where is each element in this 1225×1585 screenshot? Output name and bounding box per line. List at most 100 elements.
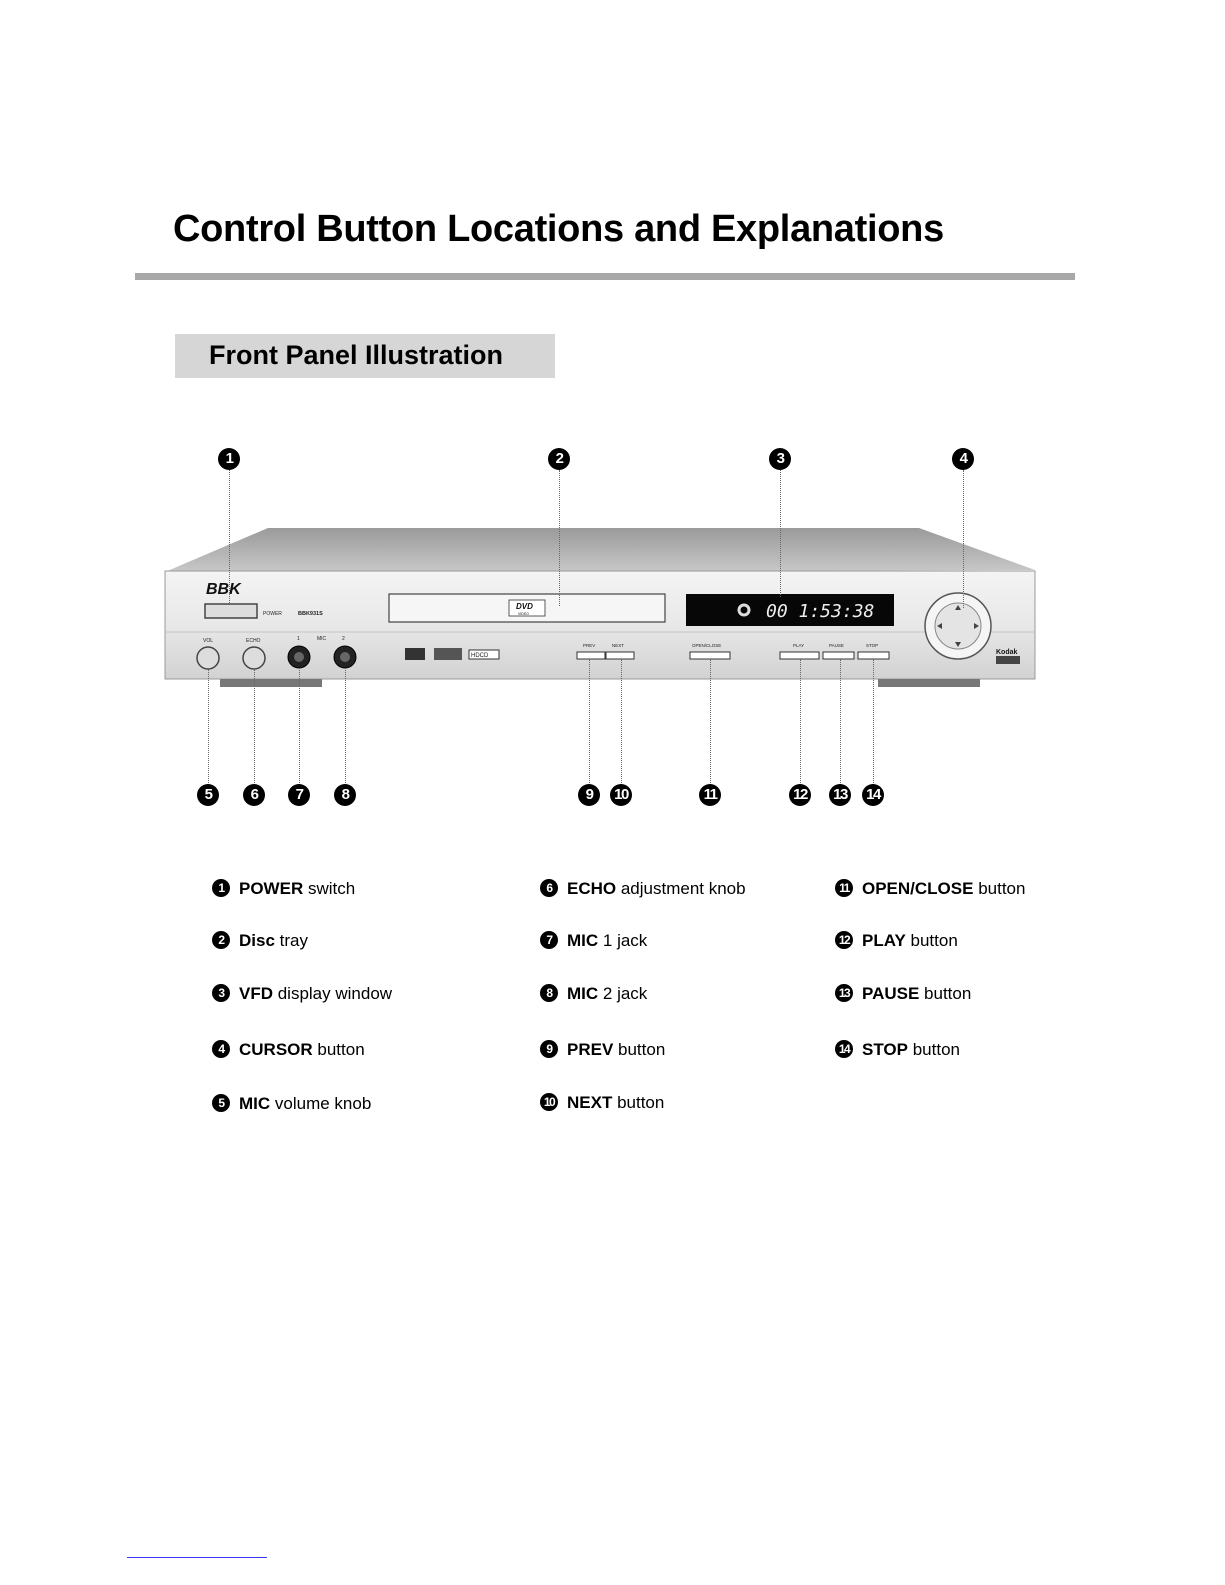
leader-line-2 <box>559 470 560 606</box>
leader-line-1 <box>229 470 230 605</box>
dvd-logo-sub: VIDEO <box>518 612 529 616</box>
callout-13: 13 <box>829 784 851 806</box>
legend-number: 5 <box>212 1094 230 1113</box>
legend-desc: volume knob <box>270 1094 372 1113</box>
legend-number: 10 <box>540 1093 558 1112</box>
legend-number: 1 <box>212 879 230 898</box>
echo-knob <box>242 646 266 670</box>
legend-item-5: 5 MIC volume knob <box>212 1093 371 1115</box>
leader-line-12 <box>800 659 801 785</box>
pause-button <box>822 651 855 660</box>
power-label: POWER <box>263 611 282 617</box>
leader-line-10 <box>621 659 622 785</box>
open-close-button <box>689 651 731 660</box>
legend-term: CURSOR <box>239 1040 313 1059</box>
legend-desc: button <box>905 931 958 950</box>
legend-number: 3 <box>212 984 230 1003</box>
legend-term: ECHO <box>567 879 617 898</box>
callout-6: 6 <box>243 784 265 806</box>
callout-11: 11 <box>699 784 721 806</box>
play-label: PLAY <box>793 643 804 648</box>
vol-label: VOL <box>203 638 213 644</box>
leader-line-11 <box>710 659 711 785</box>
hdcd-logo <box>468 649 500 660</box>
brand-logo: BBK <box>206 581 242 598</box>
next-label: NEXT <box>612 643 624 648</box>
footer-link-line <box>127 1557 267 1558</box>
legend-desc: switch <box>303 879 356 898</box>
player-foot-left <box>220 679 322 687</box>
legend-term: MIC <box>567 984 599 1003</box>
legend-number: 11 <box>835 879 853 898</box>
legend-desc: button <box>613 1040 666 1059</box>
legend-number: 8 <box>540 984 558 1003</box>
legend-desc: 1 jack <box>598 931 648 950</box>
leader-line-6 <box>254 669 255 785</box>
dolby-logo <box>434 648 462 660</box>
legend-item-8: 8 MIC 2 jack <box>540 983 647 1005</box>
callout-1: 1 <box>218 448 240 470</box>
legend-term: PAUSE <box>862 984 920 1003</box>
prev-label: PREV <box>583 643 595 648</box>
player-top-surface <box>165 528 1035 572</box>
legend-number: 13 <box>835 984 853 1003</box>
vfd-time-readout: 00 1:53:38 <box>766 601 874 622</box>
legend-desc: 2 jack <box>598 984 648 1003</box>
dvd-logo-box <box>508 599 546 617</box>
legend-number: 14 <box>835 1040 853 1059</box>
page-title: Control Button Locations and Explanation… <box>173 208 944 250</box>
legend-desc: button <box>312 1040 365 1059</box>
legend-item-14: 14 STOP button <box>835 1039 960 1061</box>
player-foot-right <box>878 679 980 687</box>
callout-10: 10 <box>610 784 632 806</box>
dts-logo <box>405 648 425 660</box>
leader-line-9 <box>589 659 590 785</box>
callout-9: 9 <box>578 784 600 806</box>
open-close-label: OPEN/CLOSE <box>692 643 721 648</box>
echo-label: ECHO <box>246 638 261 644</box>
leader-line-14 <box>873 659 874 785</box>
callout-8: 8 <box>334 784 356 806</box>
legend-term: STOP <box>862 1040 908 1059</box>
leader-line-5 <box>208 669 209 785</box>
legend-number: 2 <box>212 931 230 950</box>
hdcd-label: HDCD <box>471 653 489 659</box>
legend-desc: button <box>919 984 972 1003</box>
callout-12: 12 <box>789 784 811 806</box>
prev-button <box>576 651 606 660</box>
callout-4: 4 <box>952 448 974 470</box>
callout-5: 5 <box>197 784 219 806</box>
legend-number: 12 <box>835 931 853 950</box>
legend-term: VFD <box>239 984 273 1003</box>
kodak-logo: Kodak <box>996 649 1018 656</box>
leader-line-3 <box>780 470 781 597</box>
legend-item-13: 13 PAUSE button <box>835 983 971 1005</box>
callout-7: 7 <box>288 784 310 806</box>
legend-desc: button <box>907 1040 960 1059</box>
legend-number: 9 <box>540 1040 558 1059</box>
leader-line-7 <box>299 668 300 785</box>
legend-term: OPEN/CLOSE <box>862 879 974 898</box>
kodak-badge <box>996 656 1020 664</box>
power-switch <box>204 603 258 619</box>
callout-14: 14 <box>862 784 884 806</box>
legend-desc: adjustment knob <box>616 879 746 898</box>
legend-term: PLAY <box>862 931 906 950</box>
vfd-display-window <box>686 594 894 626</box>
legend-term: MIC <box>239 1094 271 1113</box>
callout-2: 2 <box>548 448 570 470</box>
play-button <box>779 651 820 660</box>
mic-label: MIC <box>317 636 327 642</box>
legend-item-12: 12 PLAY button <box>835 930 958 952</box>
legend-desc: button <box>612 1093 665 1112</box>
section-header: Front Panel Illustration <box>175 334 555 378</box>
legend-term: Disc <box>239 931 275 950</box>
mic2-index: 2 <box>342 636 345 642</box>
